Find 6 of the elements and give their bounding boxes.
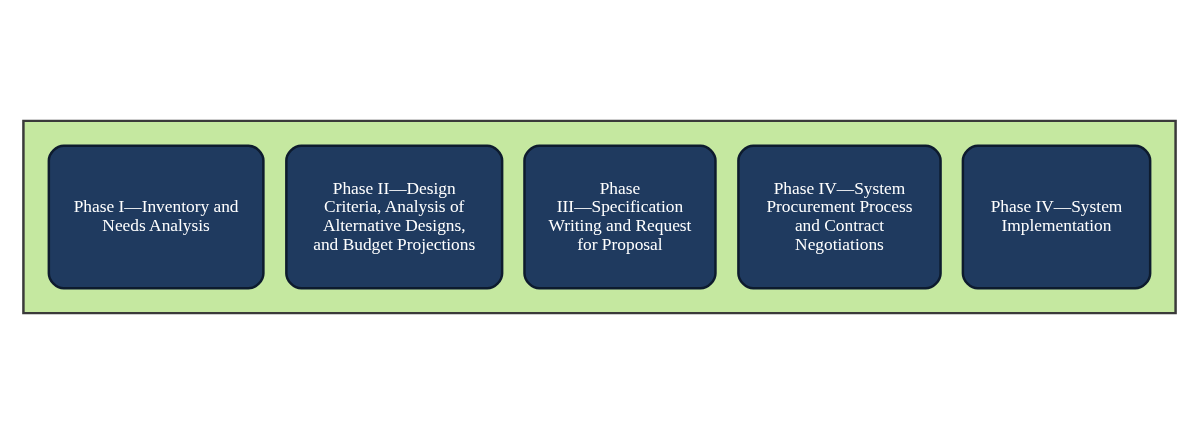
node-box: Phase I—Inventory and Needs Analysis [47,143,265,290]
node-box: Phase II—Design Criteria, Analysis of Alternative Designs, and Budget Projections [285,143,504,290]
node-box: Phase IV—System Procurement Process and Contract Negotiations [737,143,942,290]
node-box: Phase IV—System Implementation [961,143,1152,290]
cluster [22,119,1177,314]
node-box: Phase III—Specification Writing and Request for Proposal [523,143,717,290]
